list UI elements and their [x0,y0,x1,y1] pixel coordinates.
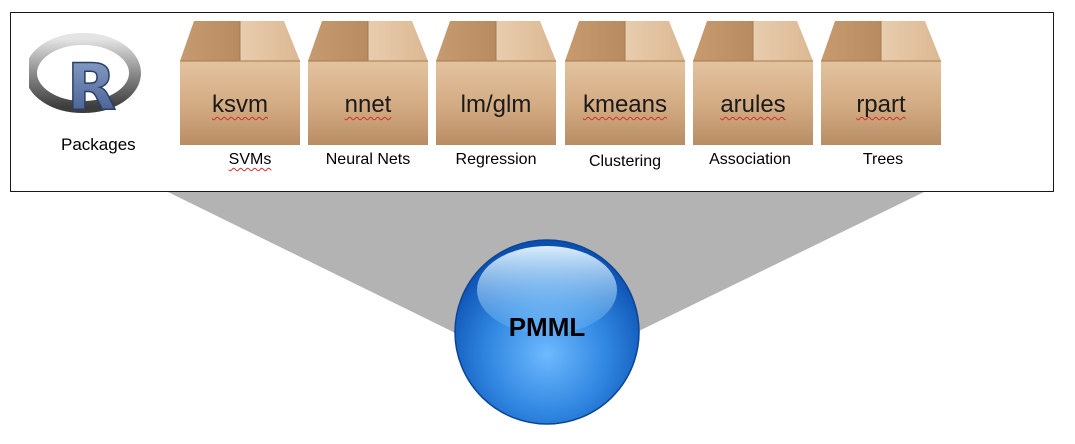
r-logo-icon: R [29,33,141,125]
package-box-lm-glm: lm/glm [434,19,558,149]
package-box-arules: arules [691,19,815,149]
package-name: ksvm [212,91,268,118]
package-name: lm/glm [460,91,532,118]
category-label-regression: Regression [455,151,537,168]
pmml-sphere-icon [454,239,640,425]
package-box-ksvm: ksvm [178,19,302,149]
category-label-clustering: Clustering [588,153,662,170]
box-icon [180,21,300,145]
box-icon [308,21,428,145]
box-icon [565,21,685,145]
package-box-nnet: nnet [306,19,430,149]
box-icon [436,21,556,145]
r-logo-letter: R [67,51,116,125]
package-name: rpart [856,91,906,118]
box-icon [821,21,941,145]
category-label-association: Association [709,151,791,168]
category-label-trees: Trees [862,151,904,168]
category-label-svms: SVMs [228,151,272,168]
packages-label: Packages [61,135,136,154]
package-name: kmeans [582,91,668,118]
package-name: arules [720,91,786,118]
pmml-label: PMML [508,312,586,342]
package-box-rpart: rpart [819,19,943,149]
package-name: nnet [344,91,392,118]
category-label-neural-nets: Neural Nets [325,151,411,168]
package-box-kmeans: kmeans [563,19,687,149]
box-icon [693,21,813,145]
packages-panel: R Packages [10,12,1054,192]
